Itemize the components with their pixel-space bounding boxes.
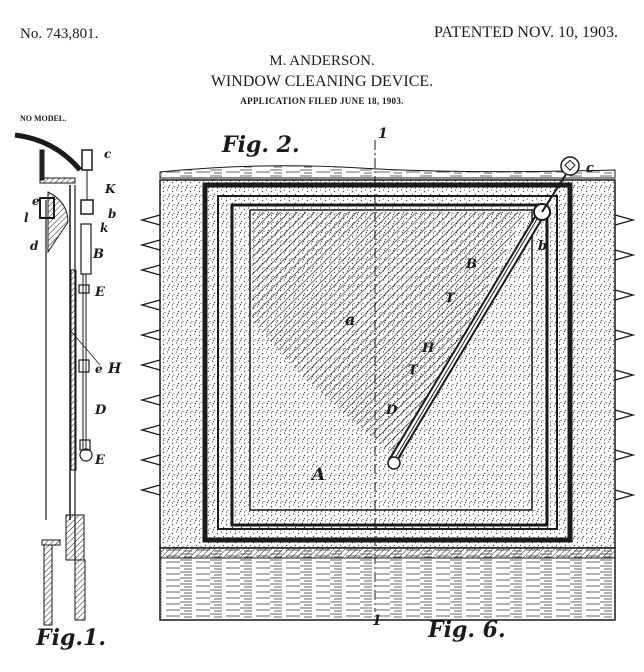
inventor-name: M. ANDERSON.: [269, 53, 375, 69]
invention-title: WINDOW CLEANING DEVICE.: [210, 73, 434, 90]
label-b: b: [538, 239, 547, 254]
label-E-lower: E: [94, 453, 106, 468]
label-k: k: [100, 221, 108, 235]
patent-number: No. 743,801.: [20, 26, 99, 42]
label-b: b: [108, 207, 116, 221]
fig1-labels: c K b k e l d B E e H D E Fig.1.: [24, 147, 122, 651]
label-H: H: [421, 341, 435, 356]
label-d: d: [30, 239, 39, 253]
label-a: a: [345, 310, 355, 329]
label-B: B: [465, 257, 477, 272]
label-K: K: [104, 182, 116, 196]
model-note: NO MODEL.: [20, 114, 67, 123]
section-mark-top: 1: [378, 126, 388, 142]
label-D: D: [385, 403, 398, 418]
label-E: E: [94, 285, 106, 300]
label-T-upper: T: [445, 291, 456, 306]
label-c: c: [586, 161, 594, 176]
label-T-lower: T: [408, 363, 419, 378]
cleaning-rod: [387, 156, 580, 470]
label-l: l: [24, 211, 29, 225]
fig1-caption: Fig.1.: [35, 625, 106, 651]
fig2-caption: Fig. 2.: [221, 132, 300, 158]
fig2-labels: Fig. 2. 1 1 a A D H T T B b c Fig. 6.: [221, 126, 594, 643]
label-D: D: [94, 403, 107, 418]
fig1-drawing: [14, 132, 101, 626]
label-e-lower: e: [95, 362, 103, 376]
patent-date: PATENTED NOV. 10, 1903.: [433, 24, 618, 41]
label-e: e: [32, 194, 40, 208]
label-H: H: [107, 361, 122, 377]
label-c: c: [104, 147, 112, 161]
section-mark-bottom: 1: [372, 613, 382, 629]
application-date: APPLICATION FILED JUNE 18, 1903.: [240, 96, 404, 106]
label-B: B: [92, 247, 104, 262]
fig6-caption: Fig. 6.: [427, 617, 506, 643]
label-A: A: [310, 465, 325, 485]
window-drawing: [139, 140, 636, 621]
